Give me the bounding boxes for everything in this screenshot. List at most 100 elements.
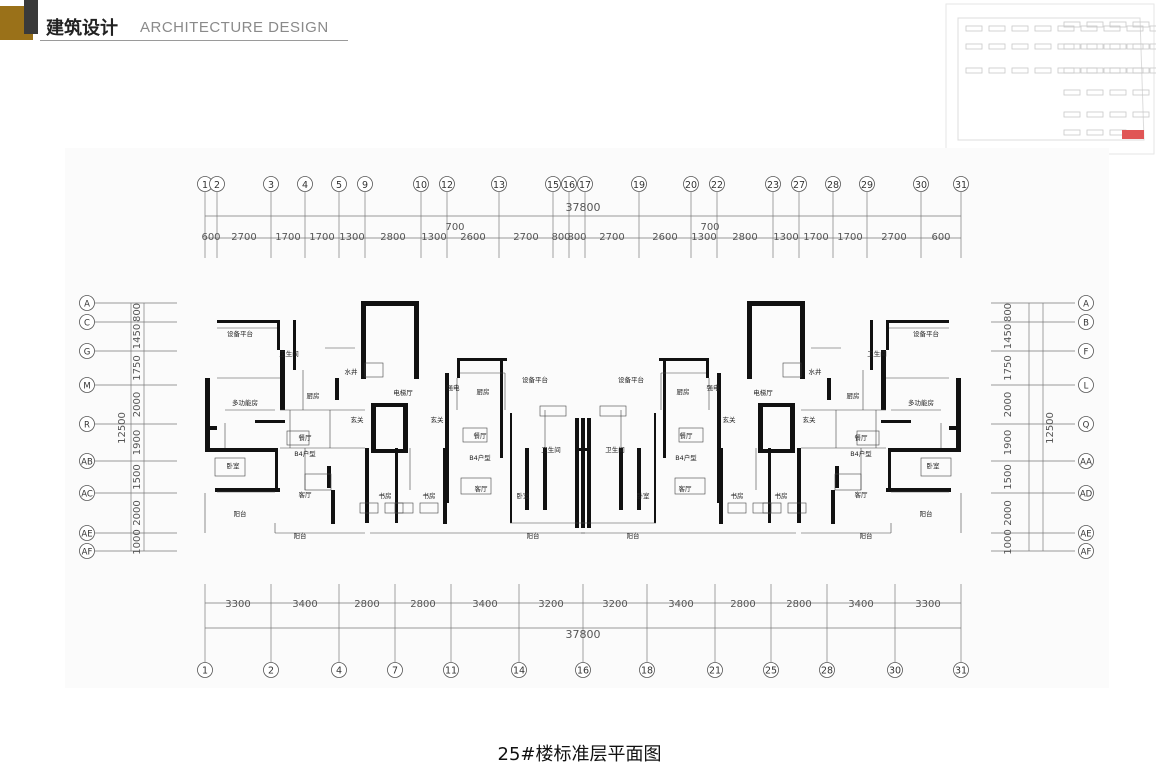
right-axis-label: B bbox=[1083, 319, 1089, 329]
left-axis-bubble bbox=[79, 314, 95, 330]
room-label-left: 阳台 bbox=[234, 509, 247, 518]
left-segment-dimension: 1750 bbox=[132, 355, 143, 380]
right-axis-bubble bbox=[1078, 416, 1094, 432]
top-axis-bubble bbox=[825, 176, 841, 192]
room-label-right: 设备平台 bbox=[618, 375, 644, 384]
bottom-axis-bubble bbox=[763, 662, 779, 678]
wall-left-wing bbox=[510, 413, 512, 523]
room-label-right: 水井 bbox=[809, 367, 823, 376]
wall-left-wing bbox=[371, 403, 376, 453]
wall-right-wing bbox=[747, 301, 752, 379]
bottom-segment-dimension: 2800 bbox=[786, 599, 811, 610]
plan-caption: 25#楼标准层平面图 bbox=[497, 744, 662, 765]
furniture-right bbox=[782, 362, 802, 378]
top-axis-label: 10 bbox=[415, 180, 427, 191]
wall-right-wing bbox=[800, 301, 805, 379]
top-axis-bubble bbox=[491, 176, 507, 192]
bottom-axis-bubble bbox=[387, 662, 403, 678]
room-label-right: 阳台 bbox=[860, 531, 873, 540]
keymap-building bbox=[1086, 129, 1104, 136]
left-axis-bubble bbox=[79, 416, 95, 432]
wall-left-wing bbox=[575, 418, 579, 528]
left-axis-label: AF bbox=[82, 548, 93, 558]
top-axis-label: 5 bbox=[336, 180, 342, 191]
keymap-building bbox=[1132, 111, 1150, 118]
bottom-axis-bubble bbox=[331, 662, 347, 678]
top-segment-dimension: 600 bbox=[201, 232, 220, 243]
wall-left-wing bbox=[403, 403, 408, 453]
keymap-building bbox=[1086, 67, 1104, 74]
bottom-axis-label: 2 bbox=[268, 666, 274, 677]
bottom-axis-bubble bbox=[443, 662, 459, 678]
top-axis-label: 30 bbox=[915, 180, 927, 191]
wall-right-wing bbox=[587, 418, 591, 528]
right-axis-label: AF bbox=[1081, 548, 1092, 558]
wall-right-wing bbox=[719, 490, 723, 524]
room-label-right: 厨房 bbox=[677, 387, 690, 396]
right-axis-bubble bbox=[1078, 485, 1094, 501]
left-segment-dimension: 1500 bbox=[132, 464, 143, 489]
room-label-right: 客厅 bbox=[679, 484, 693, 493]
top-axis-bubble bbox=[683, 176, 699, 192]
room-label-right: 卫生间 bbox=[605, 445, 625, 454]
wall-right-wing bbox=[758, 403, 763, 453]
keymap-building bbox=[1063, 111, 1081, 118]
top-axis-label: 16 bbox=[563, 180, 575, 191]
top-axis-bubble bbox=[263, 176, 279, 192]
keymap-building bbox=[988, 67, 1006, 74]
bottom-axis-label: 4 bbox=[336, 666, 342, 677]
room-label-left: 阳台 bbox=[527, 531, 540, 540]
wall-left-wing bbox=[500, 358, 503, 458]
wall-left-wing bbox=[361, 301, 419, 306]
room-label-left: 餐厅 bbox=[474, 431, 488, 440]
wall-right-wing bbox=[886, 320, 889, 350]
bottom-segment-dimension: 3400 bbox=[472, 599, 497, 610]
furniture-right bbox=[856, 430, 880, 446]
room-label-left: 水井 bbox=[345, 367, 359, 376]
right-axis-label: AE bbox=[1080, 530, 1091, 540]
wall-left-wing bbox=[280, 350, 285, 410]
keymap-building bbox=[988, 43, 1006, 50]
bottom-axis-bubble bbox=[511, 662, 527, 678]
room-label-left: 电梯厅 bbox=[393, 388, 413, 397]
keymap-building bbox=[1057, 25, 1075, 32]
furniture-right bbox=[674, 477, 706, 495]
top-axis-bubble bbox=[631, 176, 647, 192]
room-label-right: 卧室 bbox=[927, 461, 941, 470]
room-label-left: 卧室 bbox=[227, 461, 241, 470]
furniture-right bbox=[920, 457, 952, 477]
room-label-left: 卫生间 bbox=[279, 349, 299, 358]
left-axis-label: G bbox=[84, 348, 91, 358]
wall-left-wing bbox=[457, 358, 460, 378]
keymap-building bbox=[1011, 67, 1029, 74]
keymap-building bbox=[1109, 21, 1127, 28]
right-segment-dimension: 800 bbox=[1003, 303, 1014, 322]
wall-right-wing bbox=[659, 358, 709, 361]
room-label-left: 书房 bbox=[423, 491, 436, 500]
left-segment-dimension: 2000 bbox=[132, 392, 143, 417]
bottom-axis-bubble bbox=[953, 662, 969, 678]
right-axis-label: L bbox=[1084, 382, 1089, 392]
right-segment-dimension: 1500 bbox=[1003, 464, 1014, 489]
top-segment-dimension: 1700 bbox=[837, 232, 862, 243]
furniture-left bbox=[364, 362, 384, 378]
room-label-right: B4户型 bbox=[850, 449, 872, 458]
top-axis-label: 12 bbox=[441, 180, 453, 191]
wall-left-wing bbox=[275, 448, 278, 488]
room-label-left: B4户型 bbox=[469, 453, 491, 462]
top-axis-label: 19 bbox=[633, 180, 645, 191]
bottom-axis-label: 7 bbox=[392, 666, 398, 677]
room-label-right: 多功能房 bbox=[908, 398, 934, 407]
right-axis-bubble bbox=[1078, 343, 1094, 359]
left-segment-dimension: 1900 bbox=[132, 430, 143, 455]
top-extra-dimension-left: 700 bbox=[445, 222, 464, 233]
bottom-segment-dimension: 2800 bbox=[730, 599, 755, 610]
left-axis-bubble bbox=[79, 343, 95, 359]
wall-left-wing bbox=[443, 490, 447, 524]
top-extra-dimension-right: 700 bbox=[700, 222, 719, 233]
wall-right-wing bbox=[797, 448, 801, 523]
bottom-axis-label: 25 bbox=[765, 666, 777, 677]
keymap-building bbox=[1063, 67, 1081, 74]
top-axis-bubble bbox=[357, 176, 373, 192]
bottom-axis-label: 30 bbox=[889, 666, 901, 677]
